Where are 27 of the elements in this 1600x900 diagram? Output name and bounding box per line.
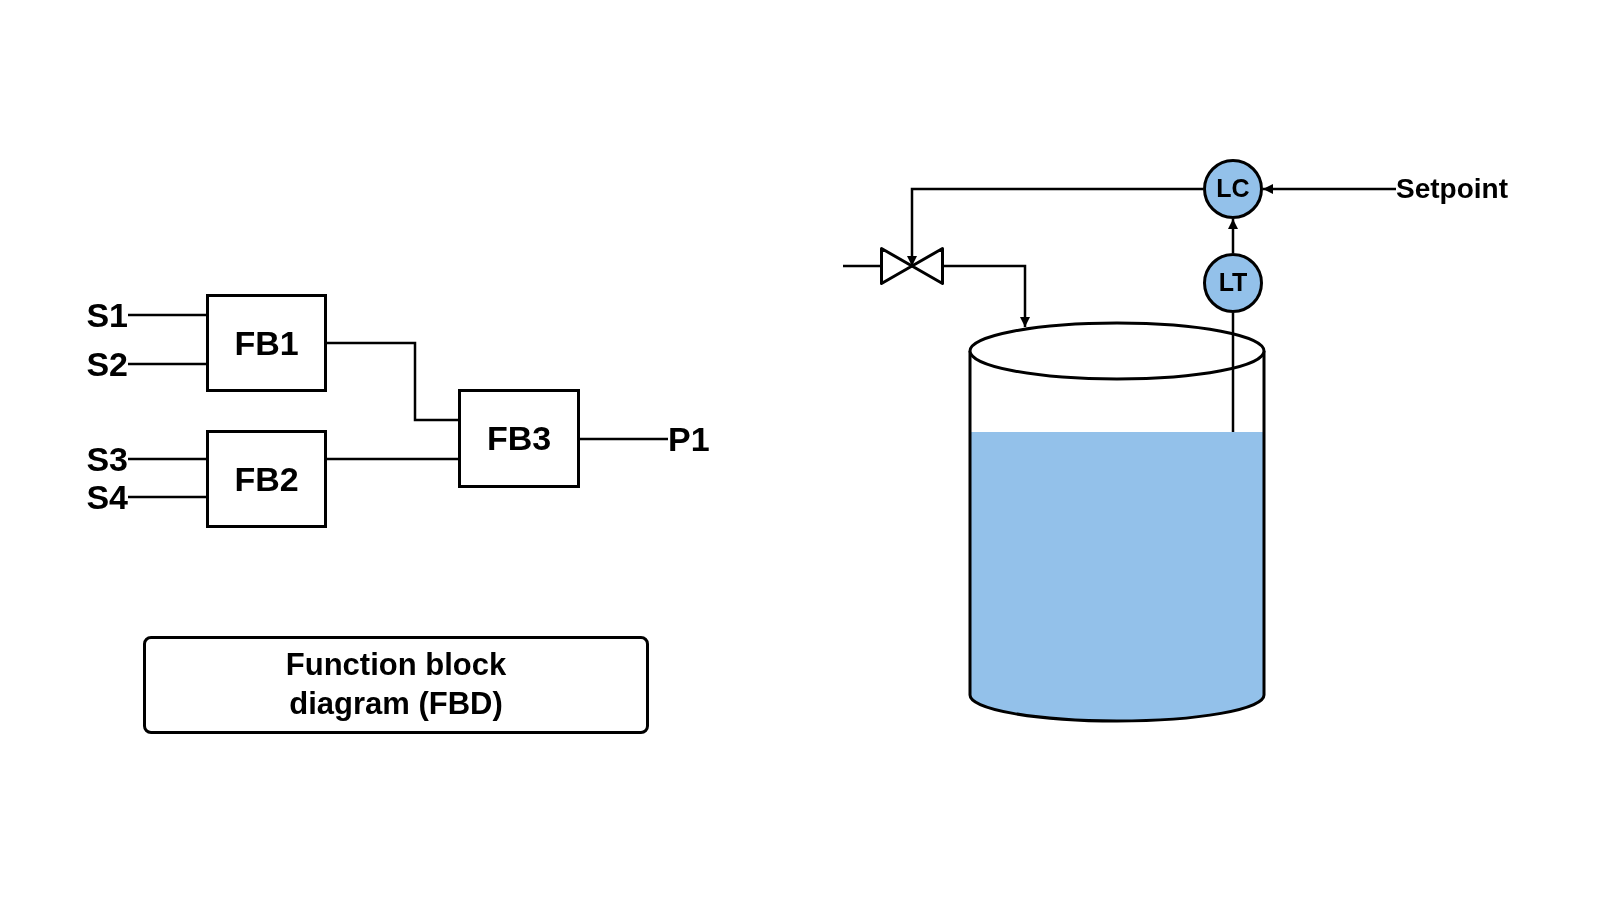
caption-box: Function block diagram (FBD) <box>143 636 649 734</box>
function-block: FB1 <box>206 294 327 392</box>
signal-label: S4 <box>60 479 128 515</box>
connector-line <box>843 264 880 268</box>
connector-line <box>327 457 458 461</box>
signal-label: S1 <box>60 297 128 333</box>
connector-line <box>128 457 206 461</box>
connector-line <box>1231 313 1235 432</box>
function-block: FB3 <box>458 389 580 488</box>
connector-line <box>580 437 668 441</box>
connector-line <box>128 495 206 499</box>
arrow <box>1228 219 1238 253</box>
signal-label: S2 <box>60 346 128 382</box>
arrow <box>1263 184 1396 194</box>
signal-label: Setpoint <box>1396 170 1536 208</box>
arrow <box>907 187 1203 266</box>
valve-symbol <box>880 247 944 285</box>
signal-label: S3 <box>60 441 128 477</box>
connector-line <box>327 341 458 422</box>
instrument-bubble: LT <box>1203 253 1263 313</box>
connector-line <box>128 362 206 366</box>
function-block: FB2 <box>206 430 327 528</box>
arrow <box>944 264 1030 327</box>
tank-drawing <box>968 321 1266 723</box>
connector-line <box>128 313 206 317</box>
instrument-bubble: LC <box>1203 159 1263 219</box>
signal-label: P1 <box>668 421 728 457</box>
